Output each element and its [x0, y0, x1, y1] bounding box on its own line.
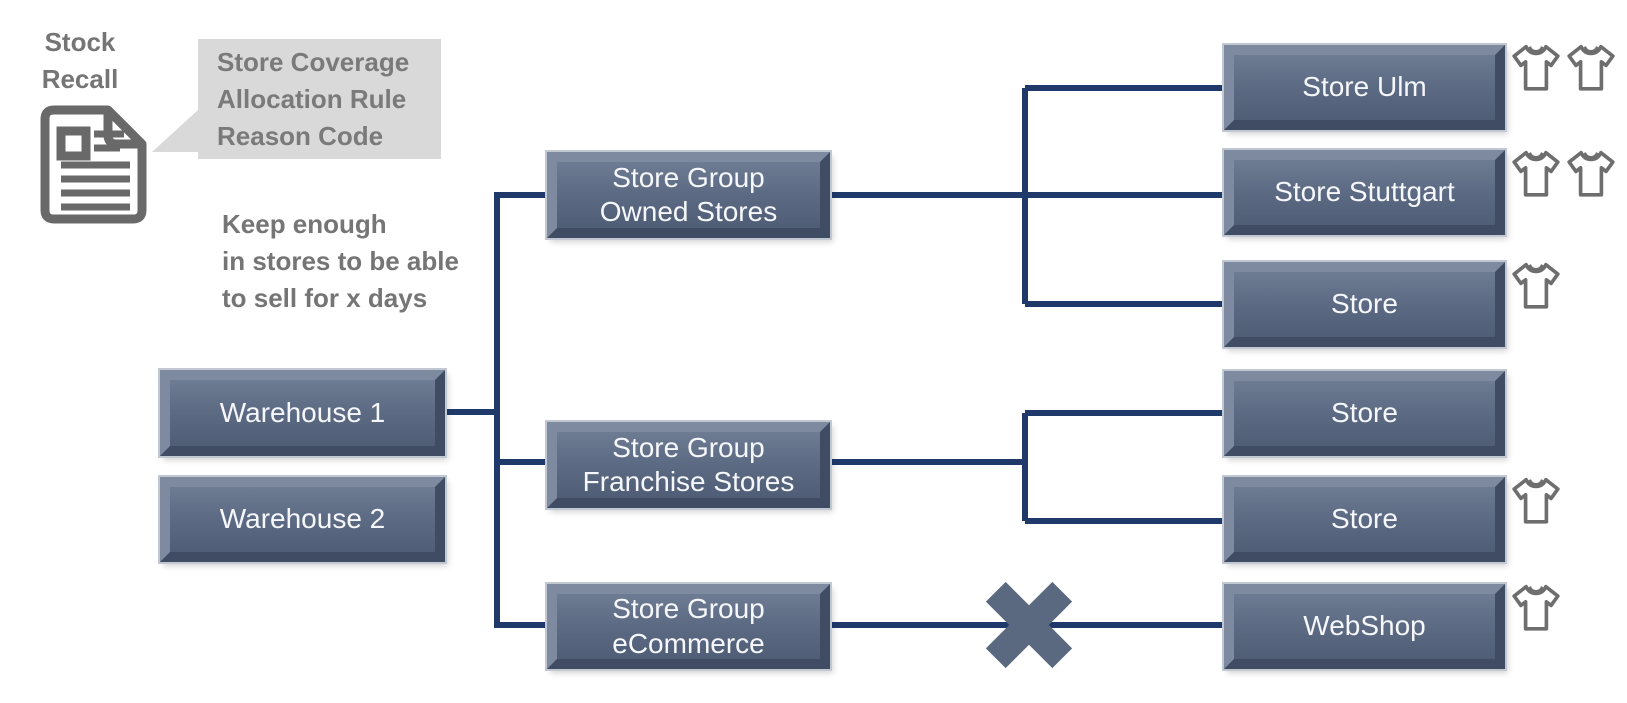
webshop-node: WebShop — [1224, 584, 1505, 669]
tshirt-stock-icon — [1512, 477, 1560, 524]
group-franchise-label-1: Store Group — [612, 431, 765, 463]
group-owned-stores-node: Store Group Owned Stores — [547, 152, 830, 238]
store-node-1: Store — [1224, 262, 1505, 347]
stock-icons-store-1 — [1510, 260, 1562, 312]
tshirt-stock-icon — [1512, 44, 1560, 91]
note-line1: Keep enough — [222, 209, 387, 239]
webshop-label: WebShop — [1303, 610, 1426, 642]
tshirt-stock-icon — [1512, 150, 1560, 197]
stock-recall-line1: Stock — [44, 27, 116, 57]
blocked-x-icon — [985, 581, 1073, 669]
group-owned-label-2: Owned Stores — [599, 196, 778, 227]
stock-recall-line2: Recall — [41, 64, 119, 94]
warehouse-2-node: Warehouse 2 — [160, 477, 445, 562]
callout-line1: Store Coverage — [217, 47, 410, 77]
group-ecommerce-label-1: Store Group — [612, 593, 765, 625]
note-line3: to sell for x days — [222, 283, 428, 313]
coverage-note: Keep enough in stores to be able to sell… — [222, 206, 502, 317]
callout-line2: Allocation Rule — [217, 84, 407, 114]
store-3-label: Store — [1331, 503, 1398, 535]
store-2-label: Store — [1331, 397, 1398, 429]
note-line2: in stores to be able — [222, 246, 459, 276]
tshirt-stock-icon — [1567, 150, 1615, 197]
tshirt-stock-icon — [1512, 584, 1560, 631]
store-ulm-node: Store Ulm — [1224, 45, 1505, 130]
group-franchise-stores-node: Store Group Franchise Stores — [547, 422, 830, 508]
stock-recall-document-icon — [40, 105, 147, 224]
callout-bubble: Store Coverage Allocation Rule Reason Co… — [198, 39, 441, 159]
stock-icons-store-stuttgart — [1510, 148, 1617, 200]
tshirt-stock-icon — [1512, 262, 1560, 309]
store-stuttgart-node: Store Stuttgart — [1224, 150, 1505, 235]
store-node-2: Store — [1224, 371, 1505, 456]
group-owned-label-1: Store Group — [612, 161, 765, 193]
stock-recall-label: Stock Recall — [18, 24, 142, 98]
stock-icons-store-3 — [1510, 475, 1562, 527]
store-1-label: Store — [1331, 288, 1398, 320]
store-node-3: Store — [1224, 477, 1505, 562]
tshirt-stock-icon — [1567, 44, 1615, 91]
store-ulm-label: Store Ulm — [1302, 71, 1427, 103]
callout-line3: Reason Code — [217, 121, 384, 151]
stock-icons-store-ulm — [1510, 42, 1617, 94]
group-franchise-label-2: Franchise Stores — [582, 466, 795, 497]
warehouse-1-node: Warehouse 1 — [160, 370, 445, 456]
warehouse-2-label: Warehouse 2 — [219, 503, 386, 535]
group-ecommerce-node: Store Group eCommerce — [547, 584, 830, 669]
warehouse-1-label: Warehouse 1 — [219, 396, 386, 428]
callout-tail — [152, 110, 198, 152]
store-stuttgart-label: Store Stuttgart — [1274, 176, 1455, 208]
group-ecommerce-label-2: eCommerce — [612, 627, 765, 659]
stock-icons-webshop — [1510, 582, 1562, 634]
